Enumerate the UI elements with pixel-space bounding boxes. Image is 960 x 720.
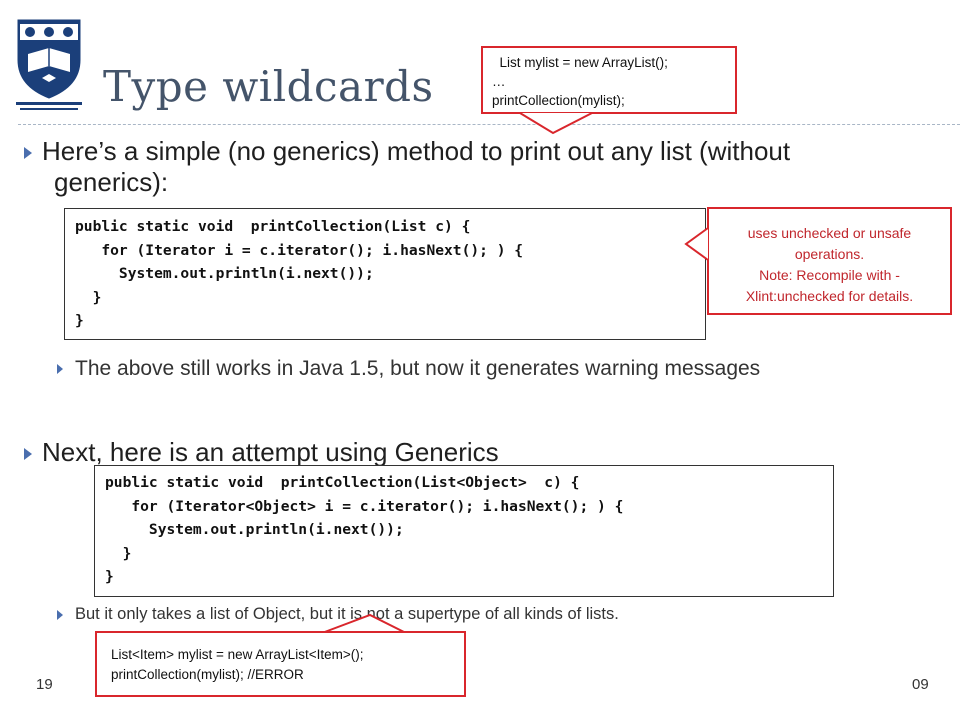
callout-pointer-bottom: [321, 613, 407, 634]
bullet-arrow-icon: [57, 609, 63, 620]
callout-compiler-warning: uses unchecked or unsafe operations. Not…: [707, 207, 952, 315]
sub-bullet-text: But it only takes a list of Object, but …: [75, 605, 619, 623]
slide-title: Type wildcards: [103, 62, 434, 111]
code-line: public static void printCollection(List …: [75, 218, 471, 235]
code-line: System.out.println(i.next());: [105, 521, 404, 538]
callout-usage-example: List mylist = new ArrayList(); … printCo…: [481, 46, 737, 114]
code-block-generics: public static void printCollection(List<…: [94, 465, 834, 597]
warning-line: Xlint:unchecked for details.: [745, 288, 914, 304]
sub-bullet-warning-note: The above still works in Java 1.5, but n…: [57, 357, 760, 381]
title-divider: [18, 124, 960, 125]
code-line: }: [75, 288, 102, 306]
footer-right-text: 09: [912, 676, 929, 693]
code-block-no-generics: public static void printCollection(List …: [64, 208, 706, 340]
code-line: }: [105, 544, 132, 562]
callout-line: printCollection(mylist);: [492, 93, 625, 108]
callout-line: …: [492, 74, 506, 89]
code-line: }: [105, 568, 114, 585]
callout-line: printCollection(mylist); //ERROR: [111, 667, 304, 682]
bullet-arrow-icon: [24, 147, 32, 160]
warning-line: Note: Recompile with -: [759, 267, 900, 283]
code-line: for (Iterator<Object> i = c.iterator(); …: [105, 497, 624, 515]
sub-bullet-text: The above still works in Java 1.5, but n…: [75, 357, 761, 380]
callout-pointer-warning: [684, 227, 709, 261]
code-line: }: [75, 312, 84, 329]
sub-bullet-object-limitation: But it only takes a list of Object, but …: [57, 605, 619, 624]
code-line: public static void printCollection(List<…: [105, 474, 580, 491]
code-line: for (Iterator i = c.iterator(); i.hasNex…: [75, 241, 524, 259]
bullet-text-line1: Here’s a simple (no generics) method to …: [42, 136, 791, 166]
callout-line: List<Item> mylist = new ArrayList<Item>(…: [111, 647, 364, 662]
bullet-text: Next, here is an attempt using Generics: [42, 437, 499, 467]
university-logo: [16, 19, 82, 110]
callout-line: List mylist = new ArrayList();: [492, 55, 668, 70]
code-line: System.out.println(i.next());: [75, 265, 374, 282]
bullet-arrow-icon: [57, 364, 63, 375]
page-number: 19: [36, 676, 53, 693]
bullet-generics-attempt: Next, here is an attempt using Generics: [24, 437, 499, 468]
bullet-text-line2: generics):: [54, 167, 169, 197]
callout-pointer-top: [519, 112, 593, 135]
bullet-arrow-icon: [24, 448, 32, 461]
callout-error-example: List<Item> mylist = new ArrayList<Item>(…: [95, 631, 466, 697]
warning-line: operations.: [794, 246, 865, 262]
warning-line: uses unchecked or unsafe: [747, 225, 912, 241]
bullet-simple-method: Here’s a simple (no generics) method to …: [24, 136, 934, 198]
